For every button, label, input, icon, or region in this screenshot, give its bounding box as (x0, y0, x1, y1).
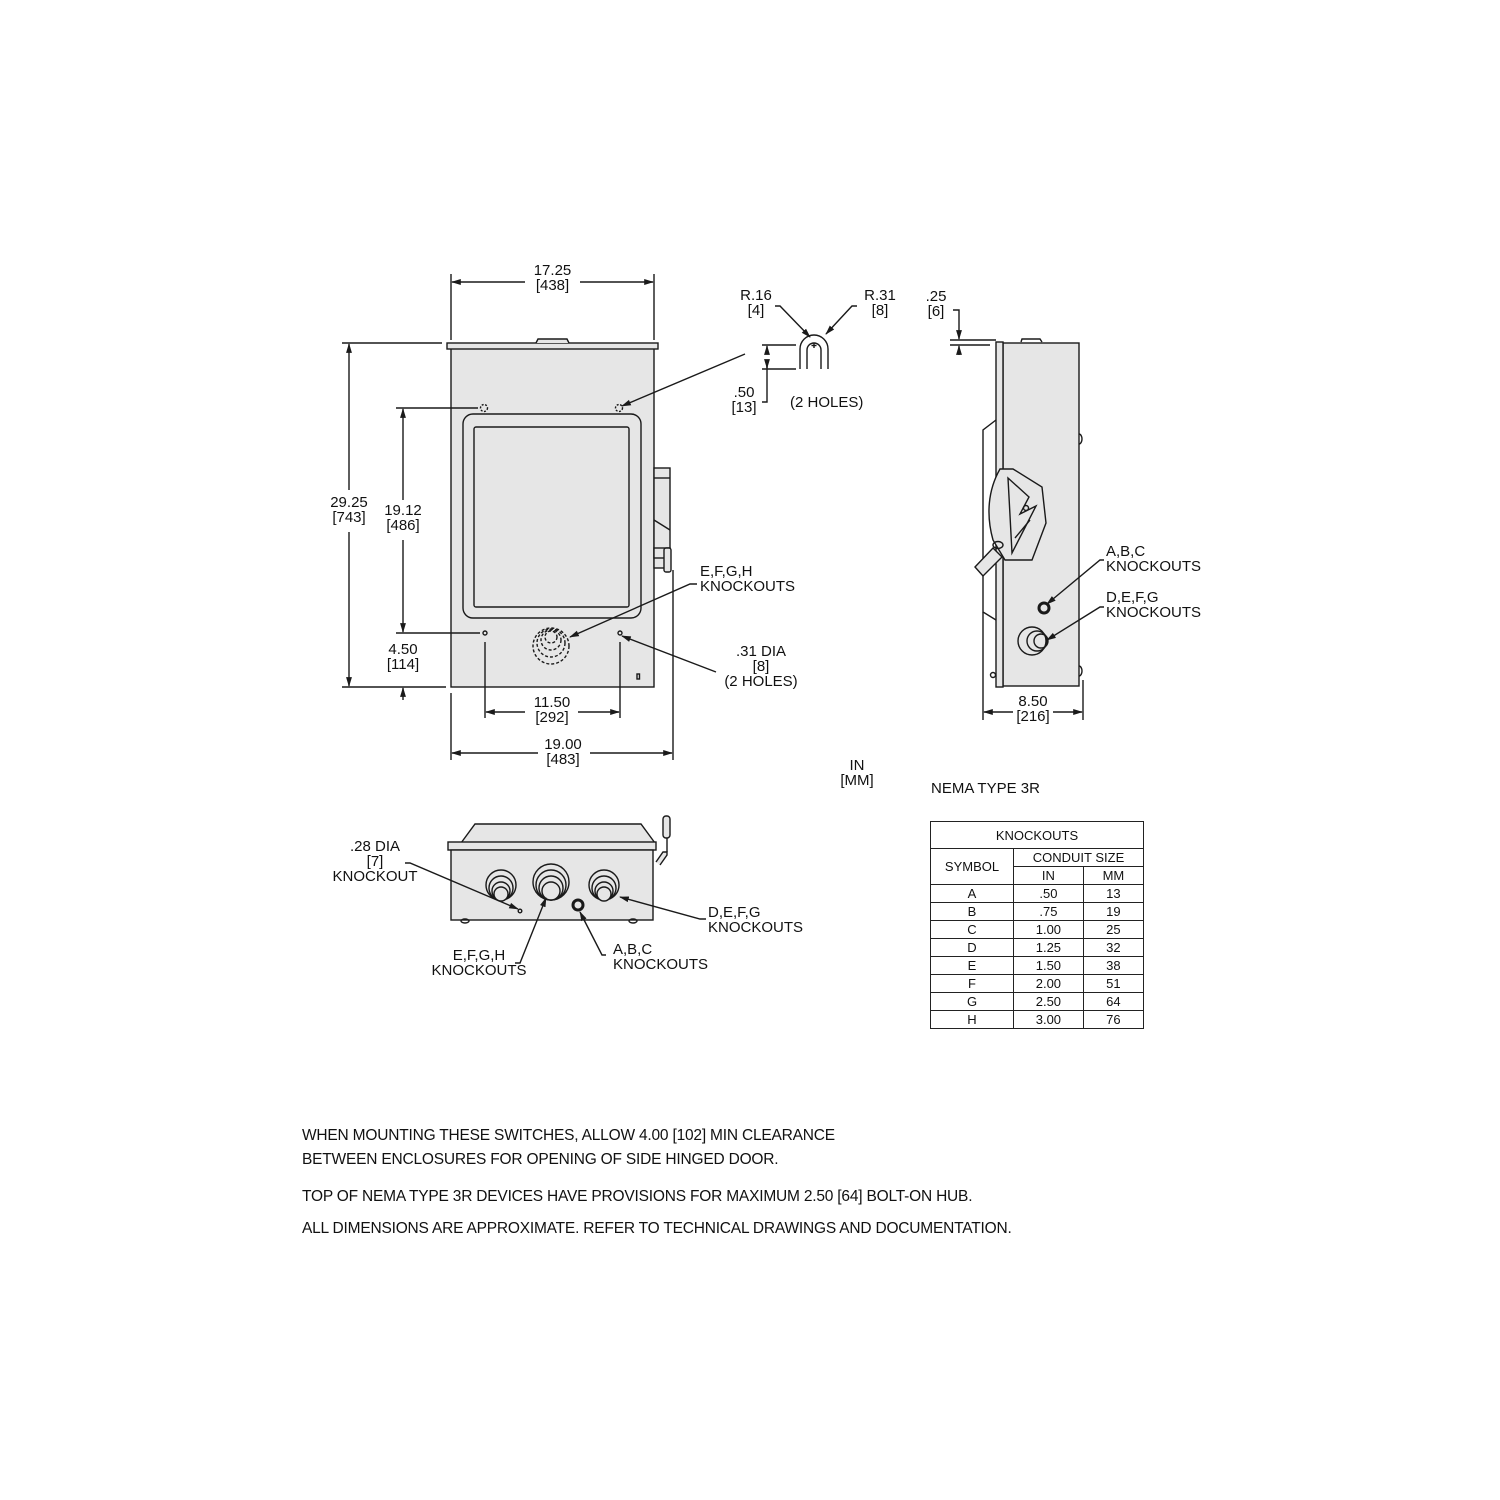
bottom-leader-lines (405, 862, 706, 964)
cell-in: 1.25 (1013, 938, 1084, 957)
table-title: KNOCKOUTS (930, 821, 1144, 849)
cell-in: .75 (1013, 902, 1084, 921)
dim-height-mount: 19.12 [486] (384, 502, 422, 534)
cell-symbol: F (930, 974, 1014, 993)
dim-side-depth: 8.50 [216] (1016, 693, 1050, 725)
side-dimension-lines (950, 309, 1104, 720)
cell-mm: 25 (1082, 920, 1145, 939)
label-side-knockouts-abc: A,B,C KNOCKOUTS (1106, 543, 1202, 575)
cell-mm: 51 (1082, 974, 1145, 993)
front-dimension-lines (342, 274, 746, 760)
dim-bottom-offset: 4.50 [114] (386, 641, 420, 673)
enclosure-type-label: NEMA TYPE 3R (931, 780, 1040, 797)
label-front-holes: .31 DIA [8] (2 HOLES) (724, 643, 798, 690)
label-bottom-knockouts-abc: A,B,C KNOCKOUTS (613, 941, 709, 973)
cell-in: .50 (1013, 884, 1084, 903)
cell-symbol: D (930, 938, 1014, 957)
cell-mm: 64 (1082, 992, 1145, 1011)
cell-mm: 38 (1082, 956, 1145, 975)
cell-symbol: C (930, 920, 1014, 939)
label-keyhole-count: (2 HOLES) (790, 394, 864, 411)
cell-in: 2.50 (1013, 992, 1084, 1011)
cell-symbol: G (930, 992, 1014, 1011)
cell-mm: 32 (1082, 938, 1145, 957)
units-label: IN [MM] (840, 757, 874, 789)
cell-mm: 13 (1082, 884, 1145, 903)
cell-mm: 19 (1082, 902, 1145, 921)
dim-keyhole-r-small: R.16 [4] (740, 287, 772, 319)
dim-hole-spacing: 11.50 [292] (533, 694, 571, 726)
cell-in: 3.00 (1013, 1010, 1084, 1029)
note-approximate: ALL DIMENSIONS ARE APPROXIMATE. REFER TO… (302, 1220, 1012, 1237)
cell-symbol: H (930, 1010, 1014, 1029)
cell-symbol: E (930, 956, 1014, 975)
bottom-view-enclosure (447, 815, 671, 924)
note-clearance-line2: BETWEEN ENCLOSURES FOR OPENING OF SIDE H… (302, 1151, 779, 1168)
cell-mm: 76 (1082, 1010, 1145, 1029)
label-front-knockouts: E,F,G,H KNOCKOUTS (700, 563, 796, 595)
cell-in: 2.00 (1013, 974, 1084, 993)
dim-height-total: 29.25 [743] (330, 494, 368, 526)
col-in-header: IN (1013, 866, 1084, 885)
cell-symbol: A (930, 884, 1014, 903)
keyhole-detail (762, 305, 857, 403)
cell-in: 1.50 (1013, 956, 1084, 975)
col-conduit-header: CONDUIT SIZE (1013, 848, 1144, 867)
dim-width-total: 19.00 [483] (544, 736, 582, 768)
col-mm-header: MM (1082, 866, 1145, 885)
dim-keyhole-height: .50 [13] (731, 384, 757, 416)
label-side-knockouts-defg: D,E,F,G KNOCKOUTS (1106, 589, 1202, 621)
knockout-table: KNOCKOUTS SYMBOL CONDUIT SIZE IN MM A.50… (930, 821, 1145, 1029)
col-symbol-header: SYMBOL (930, 848, 1014, 885)
dim-side-lip: .25 [6] (925, 288, 947, 320)
label-bottom-knockouts-defg: D,E,F,G KNOCKOUTS (708, 904, 804, 936)
note-bolt-on-hub: TOP OF NEMA TYPE 3R DEVICES HAVE PROVISI… (302, 1188, 973, 1205)
front-view-enclosure (446, 338, 672, 688)
label-bottom-knockouts-efgh: E,F,G,H KNOCKOUTS (431, 947, 527, 979)
dim-keyhole-r-large: R.31 [8] (864, 287, 896, 319)
note-clearance-line1: WHEN MOUNTING THESE SWITCHES, ALLOW 4.00… (302, 1127, 835, 1144)
label-bottom-small-knockout: .28 DIA [7] KNOCKOUT (332, 838, 418, 885)
dim-width-top: 17.25 [438] (533, 262, 572, 294)
cell-in: 1.00 (1013, 920, 1084, 939)
cell-symbol: B (930, 902, 1014, 921)
side-view-enclosure (974, 338, 1083, 688)
